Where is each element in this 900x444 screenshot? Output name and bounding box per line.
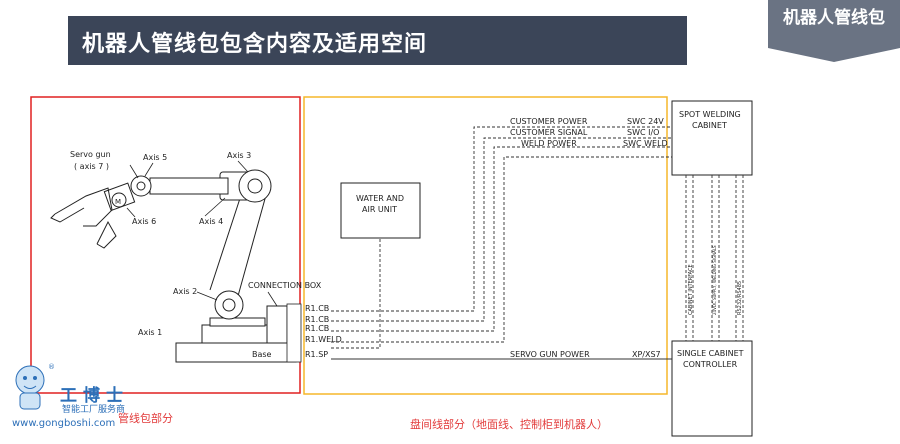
swcweld-label: SWC WELD [623, 139, 668, 148]
watermark-logo-icon [15, 365, 45, 410]
middle-part-caption: 盘间线部分（地面线、控制柜到机器人） [410, 418, 608, 431]
motor-label: M [115, 198, 121, 206]
vertical-label: CABINET INTERFACE [688, 264, 694, 315]
watermark-subtitle: 智能工厂服务商 [62, 405, 126, 415]
spot-welding-cabinet-box [671, 100, 753, 176]
single-cabinet-controller-label: SINGLE CABINET [677, 349, 744, 358]
robot-region-box [30, 96, 301, 394]
axis2-label: Axis 2 [173, 287, 197, 296]
vertical-label: RS232/RS485 [737, 281, 743, 315]
servo-gun-label: Servo gun [70, 150, 111, 159]
customer-signal-label: CUSTOMER SIGNAL [510, 128, 588, 137]
axis3-label: Axis 3 [227, 151, 251, 160]
connector-block [286, 303, 302, 363]
page-title: 机器人管线包包含内容及适用空间 [82, 32, 428, 57]
water-air-unit-label: AIR UNIT [362, 205, 397, 214]
port-label: R1.CB [305, 324, 329, 333]
axis4-label: Axis 4 [199, 217, 223, 226]
cabinet-links [685, 175, 744, 341]
water-air-unit-label: WATER AND [356, 194, 404, 203]
base-label: Base [252, 350, 272, 359]
port-label: R1.SP [305, 350, 328, 359]
single-cabinet-controller-label: CONTROLLER [683, 360, 738, 369]
vertical-label: 24VDC SUPPLY, WELDING SIGNALS [712, 245, 717, 315]
watermark-url: www.gongboshi.com [12, 418, 116, 429]
water-air-unit-box [340, 182, 421, 239]
swc24v-label: SWC 24V [627, 117, 664, 126]
port-label: R1.CB [305, 304, 329, 313]
axis7-label: ( axis 7 ) [74, 162, 109, 171]
corner-label: 机器人管线包 [783, 8, 885, 28]
robot-part-caption: 管线包部分 [118, 412, 173, 425]
watermark-registered: ® [48, 363, 55, 371]
port-label: R1.WELD [305, 335, 342, 344]
cable-lines [331, 126, 672, 349]
port-label: R1.CB [305, 315, 329, 324]
spot-welding-cabinet-label: CABINET [692, 121, 727, 130]
swcio-label: SWC I/O [627, 128, 659, 137]
axis5-label: Axis 5 [143, 153, 167, 162]
robot-arm [50, 169, 297, 363]
single-cabinet-controller-box [671, 340, 753, 437]
header-bar [68, 16, 687, 65]
servo-gun-power-label: SERVO GUN POWER [510, 350, 590, 359]
axis1-label: Axis 1 [138, 328, 162, 337]
customer-power-label: CUSTOMER POWER [510, 117, 588, 126]
axis6-label: Axis 6 [132, 217, 156, 226]
spot-welding-cabinet-label: SPOT WELDING [679, 110, 741, 119]
middle-region-box [303, 96, 668, 395]
xp-label: XP/XS7 [632, 350, 661, 359]
watermark-name: 工博士 [60, 386, 129, 406]
connection-box-label: CONNECTION BOX [248, 281, 322, 290]
corner-tab [768, 0, 900, 62]
weld-power-label: WELD POWER [521, 139, 577, 148]
